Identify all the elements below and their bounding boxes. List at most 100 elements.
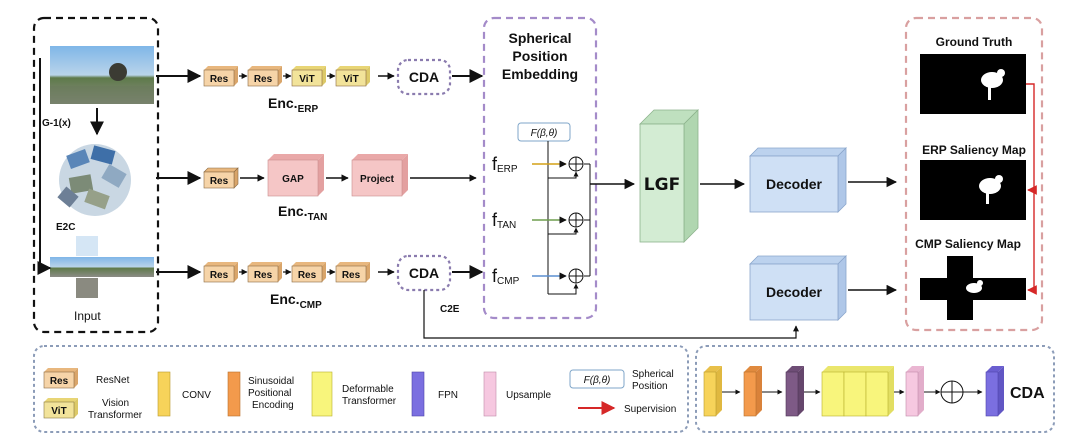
enc-cmp-label: Enc.CMP	[270, 291, 322, 311]
svg-text:CONV: CONV	[182, 390, 211, 401]
cda-conv-block	[703, 371, 717, 417]
legend-resnet-text: ResNet	[96, 375, 130, 386]
svg-text:Res: Res	[210, 74, 229, 85]
lgf-block: LGF	[639, 109, 699, 243]
svg-text:Position: Position	[632, 381, 668, 392]
cmp-encoder: Res Res Res Res CDA Enc.CMP C2E	[156, 254, 799, 339]
f-erp-label: fERP	[492, 154, 518, 175]
svg-text:Sinusoidal: Sinusoidal	[248, 376, 294, 387]
spe-func-box	[517, 122, 571, 142]
erp-block-2: Res	[247, 66, 282, 87]
spe-title-1: Spherical	[508, 30, 571, 46]
legend-fpn: FPN	[411, 371, 458, 417]
erp-block-3: ViT	[291, 66, 326, 87]
cmp-cda-box	[396, 254, 452, 292]
c2e-label: C2E	[440, 304, 460, 315]
svg-text:Encoding: Encoding	[252, 400, 294, 411]
output-panel: Ground Truth ERP Saliency Map CMP Salien…	[904, 16, 1044, 332]
svg-text:Res: Res	[210, 176, 229, 187]
cda-sinusoidal-block	[743, 371, 757, 417]
legend-spherical-position: F(β,θ) Spherical Position	[569, 369, 674, 392]
erp-cda-box	[396, 58, 452, 96]
enc-erp-label: Enc.ERP	[268, 95, 318, 115]
cda-dark-block	[785, 371, 799, 417]
spherical-position-embedding: Spherical Position Embedding F(β,θ) fERP…	[482, 16, 598, 320]
erp-block-1: Res	[203, 66, 238, 87]
decoder-top: Decoder	[749, 147, 847, 213]
tan-encoder: Res GAP Project Enc.TAN	[156, 154, 477, 223]
svg-text:Res: Res	[298, 270, 317, 281]
legend-sinusoidal: Sinusoidal Positional Encoding	[227, 371, 294, 417]
f-tan-label: fTAN	[492, 210, 516, 231]
gt-title: Ground Truth	[936, 35, 1013, 49]
svg-text:ViT: ViT	[343, 74, 358, 85]
plus-tan	[568, 212, 584, 228]
spe-title-2: Position	[512, 48, 567, 64]
decoder-bottom-label: Decoder	[766, 284, 823, 300]
legend-res: Res ResNet	[43, 368, 130, 389]
legend-vit: ViT Vision Transformer	[43, 398, 143, 421]
legend-deformable: Deformable Transformer	[311, 371, 397, 417]
legend-conv: CONV	[157, 371, 211, 417]
erp-encoder: Res Res ViT ViT CDA Enc.ERP	[156, 58, 484, 115]
cda-deformable-blocks	[821, 366, 894, 417]
decoder-top-label: Decoder	[766, 176, 823, 192]
svg-text:Res: Res	[254, 74, 273, 85]
svg-text:Transformer: Transformer	[342, 396, 397, 407]
svg-text:ViT: ViT	[51, 406, 66, 417]
svg-text:ViT: ViT	[299, 74, 314, 85]
input-panel: G-1(x) E2C Input	[32, 16, 160, 334]
cmp-map-title: CMP Saliency Map	[915, 237, 1021, 251]
cmp-block-3: Res	[291, 262, 326, 283]
svg-text:Res: Res	[254, 270, 273, 281]
svg-text:Supervision: Supervision	[624, 404, 676, 415]
plus-cmp	[568, 268, 584, 284]
svg-text:F(β,θ): F(β,θ)	[584, 375, 611, 386]
svg-text:FPN: FPN	[438, 390, 458, 401]
cmp-cda-label: CDA	[409, 265, 439, 281]
cubemap-image	[50, 236, 154, 298]
tan-res-block: Res	[203, 167, 239, 189]
svg-text:F(β,θ): F(β,θ)	[531, 128, 558, 139]
legend-vit-text-2: Transformer	[88, 410, 143, 421]
cmp-block-1: Res	[203, 262, 238, 283]
g-inverse-label: G-1(x)	[42, 118, 71, 129]
project-block: Project	[351, 154, 408, 197]
legend-vit-text-1: Vision	[102, 398, 129, 409]
erp-cda-label: CDA	[409, 69, 439, 85]
svg-text:Project: Project	[360, 174, 395, 185]
enc-tan-label: Enc.TAN	[278, 203, 327, 223]
cda-fpn-block	[985, 371, 999, 417]
svg-text:Positional: Positional	[248, 388, 291, 399]
lgf-label: LGF	[644, 175, 680, 195]
cda-legend-panel: CDA	[695, 345, 1055, 433]
svg-text:Res: Res	[342, 270, 361, 281]
erp-block-4: ViT	[335, 66, 370, 87]
gap-block: GAP	[267, 154, 324, 197]
spe-title-3: Embedding	[502, 66, 578, 82]
svg-text:Upsample: Upsample	[506, 390, 551, 401]
f-cmp-label: fCMP	[492, 266, 520, 287]
legend-upsample: Upsample	[483, 371, 551, 417]
svg-text:GAP: GAP	[282, 174, 304, 185]
input-label: Input	[74, 309, 101, 323]
svg-text:Res: Res	[210, 270, 229, 281]
svg-text:Deformable: Deformable	[342, 384, 394, 395]
cmp-block-2: Res	[247, 262, 282, 283]
legend-panel: Res ResNet ViT Vision Transformer CONV S…	[33, 345, 689, 433]
e2c-label: E2C	[56, 222, 75, 233]
svg-text:Spherical: Spherical	[632, 369, 674, 380]
cmp-saliency-image	[920, 256, 1026, 320]
plus-erp	[568, 156, 584, 172]
svg-text:Res: Res	[50, 376, 69, 387]
gt-image	[920, 54, 1026, 114]
cmp-block-4: Res	[335, 262, 370, 283]
legend-supervision: Supervision	[578, 401, 676, 415]
erp-map-title: ERP Saliency Map	[922, 143, 1026, 157]
tangent-sphere-image	[57, 144, 131, 216]
cda-upsample-block	[905, 371, 919, 417]
cda-legend-label: CDA	[1010, 385, 1045, 402]
cda-plus	[940, 380, 964, 404]
erp-saliency-image	[920, 160, 1026, 220]
